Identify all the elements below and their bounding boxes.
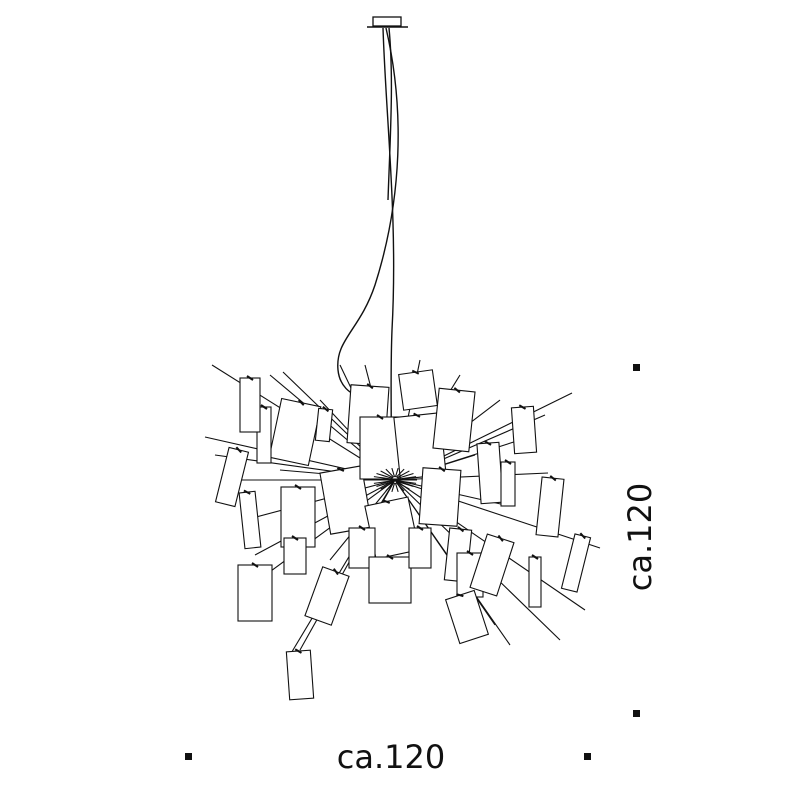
rod <box>254 479 396 556</box>
paper-sheet <box>408 527 432 569</box>
hub-line <box>380 470 394 479</box>
ceiling-canopy <box>367 16 408 28</box>
sheet-clip <box>260 404 268 410</box>
hub-line <box>376 481 393 488</box>
paper-sheet <box>368 556 412 604</box>
sheet-clip <box>332 568 339 576</box>
paper-sheet <box>239 377 261 433</box>
sheet-clip <box>294 484 302 490</box>
paper-sheet <box>432 387 476 453</box>
sheet-clip <box>251 562 259 568</box>
paper-sheet <box>418 467 462 527</box>
rod <box>244 479 396 521</box>
width-marker-right <box>584 753 591 760</box>
paper-sheet <box>304 566 350 626</box>
paper-sheet <box>359 416 401 480</box>
sheet-clip <box>497 534 504 542</box>
paper-sheet <box>444 589 490 645</box>
paper-sheet <box>283 537 307 575</box>
paper-sheet <box>238 490 262 550</box>
sheet-clip <box>413 412 421 418</box>
sheet-clip <box>291 535 299 541</box>
paper-sheet <box>528 556 542 608</box>
width-label: ca.120 <box>337 738 445 776</box>
paper-sheet <box>285 649 315 701</box>
sheet-clip <box>411 369 420 375</box>
height-label: ca.120 <box>621 483 659 591</box>
sheet-clip <box>531 554 539 560</box>
sheet-clip <box>366 383 374 390</box>
rod <box>394 479 496 626</box>
hub-line <box>397 472 414 479</box>
sheet-clip <box>457 526 465 533</box>
sheet-clip <box>518 404 527 410</box>
sheet-clip <box>246 375 254 381</box>
paper-sheet <box>314 407 334 443</box>
sheet-clip <box>466 550 474 556</box>
sheet-clip <box>438 466 446 473</box>
width-marker-left <box>185 753 192 760</box>
hub-line <box>385 468 395 478</box>
height-dimension: ca.120 <box>621 364 659 717</box>
height-marker-top <box>633 364 640 371</box>
paper-sheet <box>476 441 504 505</box>
sheet-clip <box>416 525 424 531</box>
paper-sheet <box>268 397 322 467</box>
sheet-clip <box>235 446 242 454</box>
hub-line <box>385 482 395 492</box>
hub-line <box>376 472 393 479</box>
paper-sheet <box>560 533 592 593</box>
hub-line <box>396 481 410 490</box>
hub-line <box>391 467 396 478</box>
hub-line <box>395 468 405 478</box>
sheet-clip <box>298 399 305 406</box>
hub-line <box>380 481 394 490</box>
sheet-clip <box>484 440 492 446</box>
paper-sheet <box>535 476 565 538</box>
width-dimension: ca.120 <box>185 738 591 776</box>
sheet-clip <box>386 554 394 560</box>
hub-line <box>395 482 405 492</box>
hub-line <box>391 482 396 493</box>
sheet-clip <box>453 387 461 394</box>
paper-sheet <box>500 461 516 507</box>
sheet-clip <box>504 459 512 465</box>
suspension-cables <box>337 27 399 471</box>
height-marker-bottom <box>633 710 640 717</box>
paper-sheets <box>214 369 592 701</box>
sheet-clip <box>549 475 557 482</box>
sheet-clip <box>336 467 345 472</box>
sheet-clip <box>243 489 251 495</box>
sheet-clip <box>456 593 464 598</box>
hub-line <box>397 481 414 488</box>
sheet-clip <box>294 648 302 654</box>
hub-line <box>394 467 399 478</box>
sheet-clip <box>382 499 391 504</box>
hub-line <box>396 470 410 479</box>
hub-line <box>373 480 393 484</box>
sheet-clip <box>322 406 330 413</box>
rod <box>394 472 549 481</box>
hub-line <box>397 480 417 484</box>
sheet-clip <box>579 532 586 540</box>
sheet-clip <box>376 414 384 420</box>
sheet-clip <box>358 525 366 531</box>
hub-line <box>394 482 399 493</box>
paper-sheet <box>280 486 316 548</box>
paper-sheet <box>237 564 273 622</box>
hub-line <box>373 476 393 480</box>
paper-sheet <box>510 405 538 455</box>
paper-sheet <box>398 369 438 411</box>
central-hub <box>373 467 417 493</box>
hub-line <box>397 476 417 480</box>
